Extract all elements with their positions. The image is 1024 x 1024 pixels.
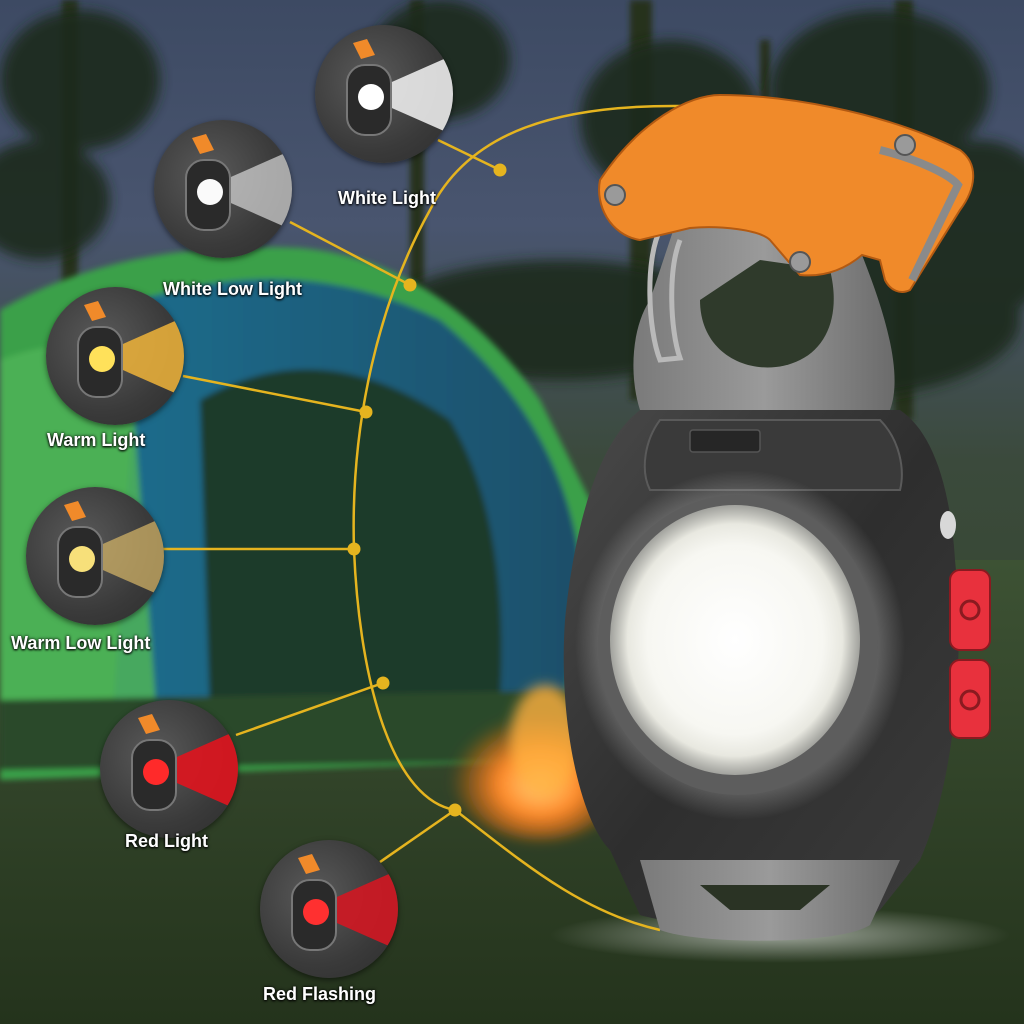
red-flashing-icon: [291, 854, 398, 951]
mode-label: Warm Light: [47, 430, 146, 450]
mode-label: White Light: [338, 188, 436, 208]
mode-circle: [315, 25, 453, 163]
mode-circle: [260, 840, 398, 978]
mode-circle: [100, 700, 238, 838]
mode-circle: [26, 487, 164, 625]
warm-light-icon: [77, 301, 184, 398]
white-light-icon: [346, 39, 453, 136]
warm-low-light-icon: [57, 501, 164, 598]
mode-label: Warm Low Light: [11, 633, 151, 653]
mode-circle: [46, 287, 184, 425]
red-light-icon: [131, 714, 238, 811]
mode-circle: [154, 120, 292, 258]
mode-label: Red Light: [125, 831, 208, 851]
white-low-light-icon: [185, 134, 292, 231]
mode-label: Red Flashing: [263, 984, 377, 1004]
mode-label: White Low Light: [163, 279, 302, 299]
